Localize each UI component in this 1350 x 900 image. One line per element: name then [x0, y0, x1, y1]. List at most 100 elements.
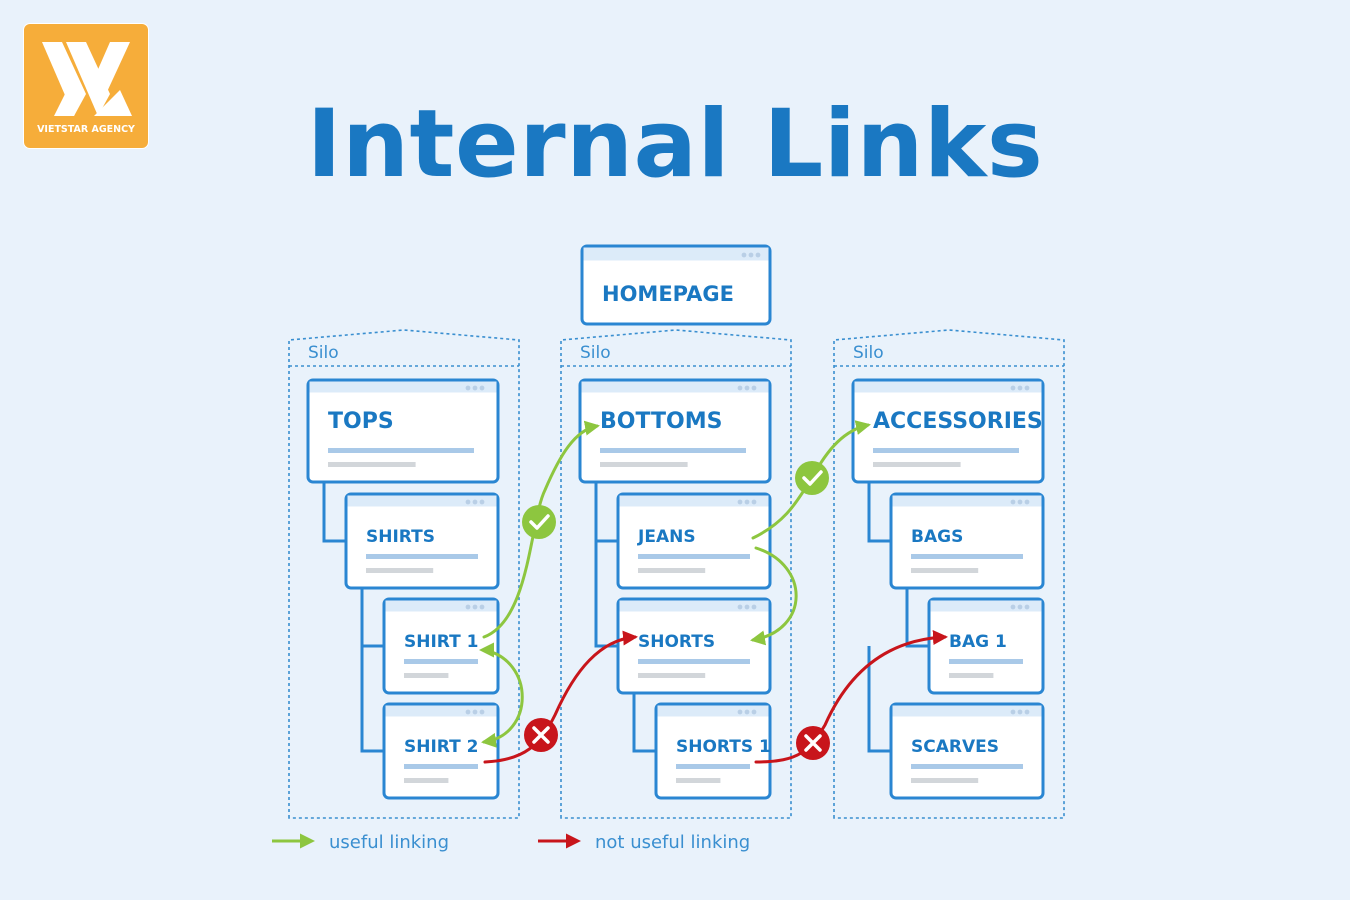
- shorts-1-text-line: [676, 764, 750, 769]
- window-dot-icon: [472, 709, 478, 715]
- silo-label-tops: Silo: [308, 343, 339, 363]
- legend-not-useful-label: not useful linking: [595, 832, 750, 853]
- silo-label-bottoms: Silo: [580, 343, 611, 363]
- shirt-1-header-bar: [385, 600, 497, 612]
- silo-label-accessories: Silo: [853, 343, 884, 363]
- window-dot-icon: [472, 499, 478, 505]
- window-dot-icon: [1024, 604, 1030, 610]
- jeans-text-line: [638, 568, 706, 573]
- svg-text:VIETSTAR AGENCY: VIETSTAR AGENCY: [37, 124, 135, 135]
- shirts-text-line: [366, 568, 434, 573]
- window-dot-icon: [737, 604, 743, 610]
- shirt-2-header-bar: [385, 705, 497, 717]
- shirt-1-box: SHIRT 1: [382, 597, 500, 695]
- bags-label: BAGS: [911, 527, 963, 547]
- shorts-frame: [616, 597, 772, 695]
- window-dot-icon: [744, 604, 750, 610]
- bag-1-frame: [927, 597, 1045, 695]
- window-dot-icon: [737, 499, 743, 505]
- tops-label: TOPS: [328, 409, 394, 434]
- window-dot-icon: [479, 604, 485, 610]
- bottoms-label: BOTTOMS: [600, 409, 722, 434]
- shorts-text-line: [638, 673, 706, 678]
- silo-outline-accessories: [833, 329, 1065, 819]
- bags-frame: [889, 492, 1045, 590]
- logo-mark-icon: VIETSTAR AGENCY: [37, 42, 135, 135]
- shirts-text-line: [366, 554, 478, 559]
- scarves-text-line: [911, 778, 979, 783]
- window-dot-icon: [1017, 499, 1023, 505]
- shirts-header-bar: [347, 495, 497, 507]
- window-dot-icon: [751, 604, 757, 610]
- tops-text-line: [328, 448, 474, 453]
- check-icon: [522, 505, 556, 539]
- homepage-label: HOMEPAGE: [602, 282, 734, 306]
- window-dot-icon: [744, 709, 750, 715]
- window-dot-icon: [751, 385, 757, 391]
- shirt-1-frame: [382, 597, 500, 695]
- legend-useful-label: useful linking: [329, 832, 449, 853]
- shirt-2-text-line: [404, 764, 478, 769]
- window-dot-icon: [479, 709, 485, 715]
- accessories-text-line: [873, 462, 961, 467]
- window-dot-icon: [465, 604, 471, 610]
- window-dot-icon: [744, 385, 750, 391]
- accessories-box: ACCESSORIES: [851, 378, 1045, 484]
- page-title: Internal Links: [306, 90, 1044, 199]
- bags-text-line: [911, 568, 979, 573]
- window-dot-icon: [1010, 385, 1016, 391]
- window-dot-icon: [1017, 385, 1023, 391]
- jeans-label: JEANS: [637, 527, 696, 547]
- scarves-box: SCARVES: [889, 702, 1045, 800]
- shorts-1-header-bar: [657, 705, 769, 717]
- shirts-label: SHIRTS: [366, 527, 435, 547]
- bottoms-frame: [578, 378, 772, 484]
- tree-connector: [360, 588, 384, 648]
- accessories-header-bar: [854, 381, 1042, 393]
- shorts-1-frame: [654, 702, 772, 800]
- tops-frame: [306, 378, 500, 484]
- jeans-text-line: [638, 554, 750, 559]
- check-icon: [795, 461, 829, 495]
- window-dot-icon: [465, 499, 471, 505]
- tree-connector: [594, 482, 618, 543]
- window-dot-icon: [751, 499, 757, 505]
- tops-header-bar: [309, 381, 497, 393]
- tree-connector: [867, 482, 891, 543]
- cross-icon: [796, 726, 830, 760]
- shorts-label: SHORTS: [638, 632, 715, 652]
- shorts-1-text-line: [676, 778, 721, 783]
- bottoms-text-line: [600, 448, 746, 453]
- silo-outline-bottoms: [560, 329, 792, 819]
- window-dot-icon: [1024, 499, 1030, 505]
- homepage-box: HOMEPAGE: [580, 244, 772, 326]
- jeans-frame: [616, 492, 772, 590]
- window-dot-icon: [479, 385, 485, 391]
- accessories-label: ACCESSORIES: [873, 409, 1043, 434]
- window-dot-icon: [472, 604, 478, 610]
- window-dot-icon: [1010, 604, 1016, 610]
- window-dot-icon: [751, 709, 757, 715]
- bottoms-header-bar: [581, 381, 769, 393]
- window-dot-icon: [479, 499, 485, 505]
- tree-connector: [594, 541, 618, 648]
- window-dot-icon: [744, 499, 750, 505]
- jeans-box: JEANS: [616, 492, 772, 590]
- window-dot-icon: [748, 252, 754, 258]
- vietstar-logo: VIETSTAR AGENCY: [24, 24, 148, 148]
- bag-1-header-bar: [930, 600, 1042, 612]
- bottoms-text-line: [600, 462, 688, 467]
- shirts-box: SHIRTS: [344, 492, 500, 590]
- shorts-header-bar: [619, 600, 769, 612]
- bags-header-bar: [892, 495, 1042, 507]
- shirt-2-frame: [382, 702, 500, 800]
- window-dot-icon: [755, 252, 761, 258]
- shorts-1-box: SHORTS 1: [654, 702, 772, 800]
- shirt-1-label: SHIRT 1: [404, 632, 478, 652]
- scarves-label: SCARVES: [911, 737, 999, 757]
- window-dot-icon: [741, 252, 747, 258]
- scarves-header-bar: [892, 705, 1042, 717]
- shirt-1-text-line: [404, 673, 449, 678]
- link-shorts1-bag1: [754, 630, 948, 764]
